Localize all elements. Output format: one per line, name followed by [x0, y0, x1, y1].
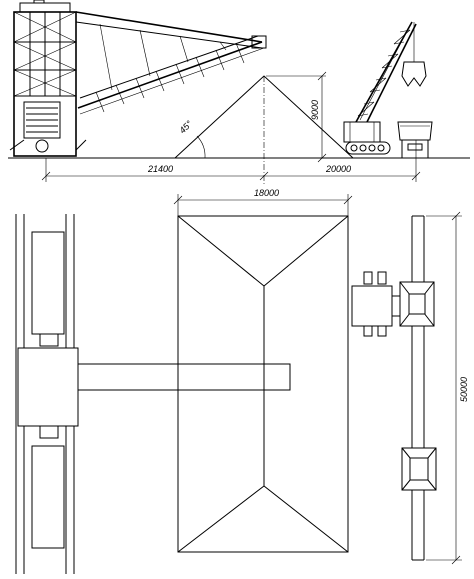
left-rail-track — [15, 214, 79, 574]
plant-tower — [9, 0, 87, 157]
dimension-height-label: 9000 — [310, 100, 320, 120]
dimension-rail-length-label: 50000 — [459, 377, 469, 402]
dimension-angle-label: 45° — [177, 118, 194, 135]
crane-plan — [351, 271, 435, 337]
height-dimension — [266, 71, 327, 163]
right-rail-track — [411, 215, 425, 561]
rail-length-dimension — [426, 211, 462, 565]
stacker-arm-plan — [77, 363, 291, 391]
pile-width-dimension — [173, 194, 353, 216]
stockpile-profile — [174, 75, 354, 186]
receiving-hopper — [397, 121, 433, 159]
crawler-crane — [343, 21, 427, 155]
hopper-plan — [401, 447, 437, 491]
dimension-right-span-label: 20000 — [325, 164, 351, 174]
dimension-left-span-label: 21400 — [147, 164, 173, 174]
stacker-boom — [75, 11, 267, 115]
base-dimension-chain — [41, 140, 421, 182]
plan-view: 18000 50000 — [15, 188, 469, 574]
dimension-pile-width-label: 18000 — [254, 188, 279, 198]
stockpile-plan — [177, 215, 349, 553]
elevation-view: 45° 9000 21400 20000 — [8, 0, 470, 186]
